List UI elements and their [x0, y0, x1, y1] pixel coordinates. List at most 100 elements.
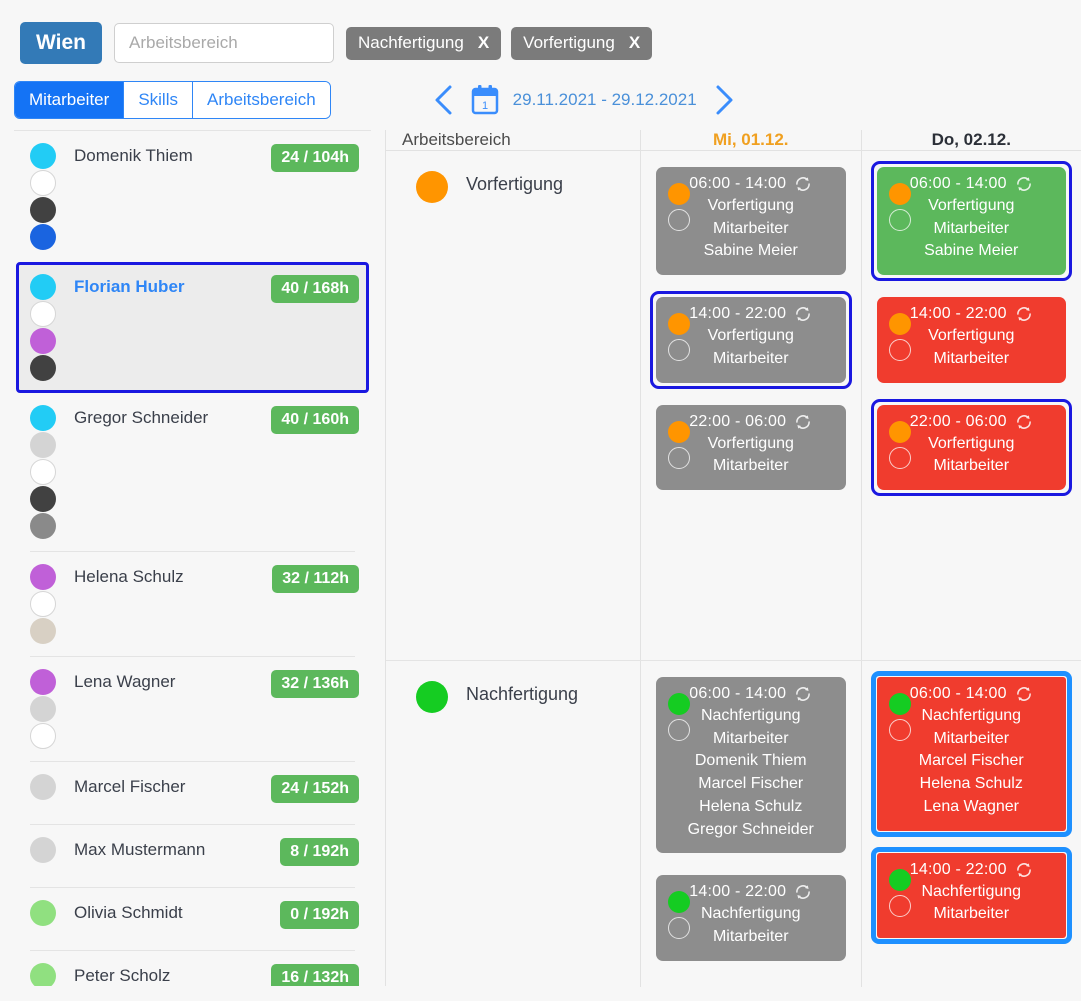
employee-row[interactable]: Peter Scholz 16 / 132h: [16, 951, 369, 986]
employee-placeholder-dot: [668, 209, 690, 231]
city-badge[interactable]: Wien: [20, 22, 102, 64]
top-toolbar: Wien Nachfertigung X Vorfertigung X: [0, 0, 1081, 70]
skill-dot-group: [30, 963, 70, 986]
employee-row[interactable]: Lena Wagner 32 / 136h: [16, 657, 369, 761]
filter-chip[interactable]: Nachfertigung X: [345, 26, 502, 60]
shift-time-row: 06:00 - 14:00: [887, 685, 1057, 703]
area-color-dot: [888, 693, 911, 715]
skill-dot: [30, 355, 56, 381]
skill-dot: [30, 197, 56, 223]
tab-skills[interactable]: Skills: [124, 82, 193, 118]
area-color-dot: [888, 313, 911, 336]
employee-row[interactable]: Olivia Schmidt 0 / 192h: [16, 888, 369, 950]
area-row: Nachfertigung 06:00 - 14:00 Nachfertigun…: [386, 661, 1081, 987]
repeat-icon: [1016, 687, 1031, 701]
shift-time-label: 14:00 - 22:00: [689, 305, 787, 323]
skill-dot-group: [30, 564, 70, 644]
area-color-dot: [668, 313, 690, 336]
employee-placeholder-dot: [888, 209, 911, 231]
skill-dot: [30, 696, 56, 722]
employee-row[interactable]: Florian Huber 40 / 168h: [16, 262, 369, 393]
shift-time-row: 14:00 - 22:00: [666, 305, 836, 323]
employee-name: Max Mustermann: [74, 840, 206, 859]
filter-chip[interactable]: Vorfertigung X: [511, 26, 653, 60]
skill-dot-group: [30, 837, 70, 863]
area-label-cell[interactable]: Vorfertigung: [386, 151, 641, 660]
employee-row[interactable]: Helena Schulz 32 / 112h: [16, 552, 369, 656]
area-name: Nachfertigung: [466, 684, 579, 704]
prev-period-button[interactable]: [431, 83, 457, 117]
list-divider: [30, 887, 355, 888]
filter-chip-list: Nachfertigung X Vorfertigung X: [345, 26, 653, 60]
area-color-dot: [416, 171, 448, 203]
card-text-line: Lena Wagner: [923, 797, 1019, 815]
area-label-cell[interactable]: Nachfertigung: [386, 661, 641, 987]
employee-row[interactable]: Domenik Thiem 24 / 104h: [16, 131, 369, 262]
tab-label: Skills: [138, 90, 178, 109]
skill-dot-group: [30, 405, 70, 539]
employee-name: Florian Huber: [74, 277, 185, 296]
employee-row[interactable]: Marcel Fischer 24 / 152h: [16, 762, 369, 824]
skill-dot: [30, 513, 56, 539]
card-text-line: Mitarbeiter: [712, 729, 789, 747]
employee-placeholder-dot: [888, 339, 911, 362]
card-text-line: Nachfertigung: [921, 882, 1022, 900]
employee-row[interactable]: Gregor Schneider 40 / 160h: [16, 393, 369, 551]
skill-dot: [30, 963, 56, 986]
shift-card-dots: [888, 183, 911, 231]
close-icon[interactable]: X: [477, 33, 490, 52]
search-input[interactable]: [113, 23, 334, 63]
employee-hours-badge: 24 / 152h: [271, 775, 359, 803]
skill-dot: [30, 301, 56, 327]
card-text-line: Marcel Fischer: [698, 775, 804, 793]
skill-dot: [30, 618, 56, 644]
close-icon[interactable]: X: [628, 33, 641, 52]
skill-dot: [30, 591, 56, 617]
employee-placeholder-dot: [888, 719, 911, 741]
card-text-line: Mitarbeiter: [712, 219, 789, 237]
shift-time-row: 06:00 - 14:00: [887, 175, 1057, 193]
shift-time-row: 14:00 - 22:00: [887, 861, 1057, 879]
card-text-line: Sabine Meier: [703, 242, 798, 260]
next-period-button[interactable]: [711, 83, 737, 117]
employee-row[interactable]: Max Mustermann 8 / 192h: [16, 825, 369, 887]
skill-dot: [30, 170, 56, 196]
tab-mitarbeiter[interactable]: Mitarbeiter: [15, 82, 125, 118]
skill-dot: [30, 459, 56, 485]
card-text-line: Mitarbeiter: [933, 457, 1010, 475]
tab-arbeitsbereich[interactable]: Arbeitsbereich: [192, 82, 330, 118]
list-divider: [30, 824, 355, 825]
employee-placeholder-dot: [888, 446, 911, 469]
card-text-line: Helena Schulz: [919, 775, 1023, 793]
shift-time-label: 06:00 - 14:00: [909, 685, 1007, 702]
skill-dot-group: [30, 143, 70, 250]
calendar-icon[interactable]: 1: [471, 85, 499, 115]
